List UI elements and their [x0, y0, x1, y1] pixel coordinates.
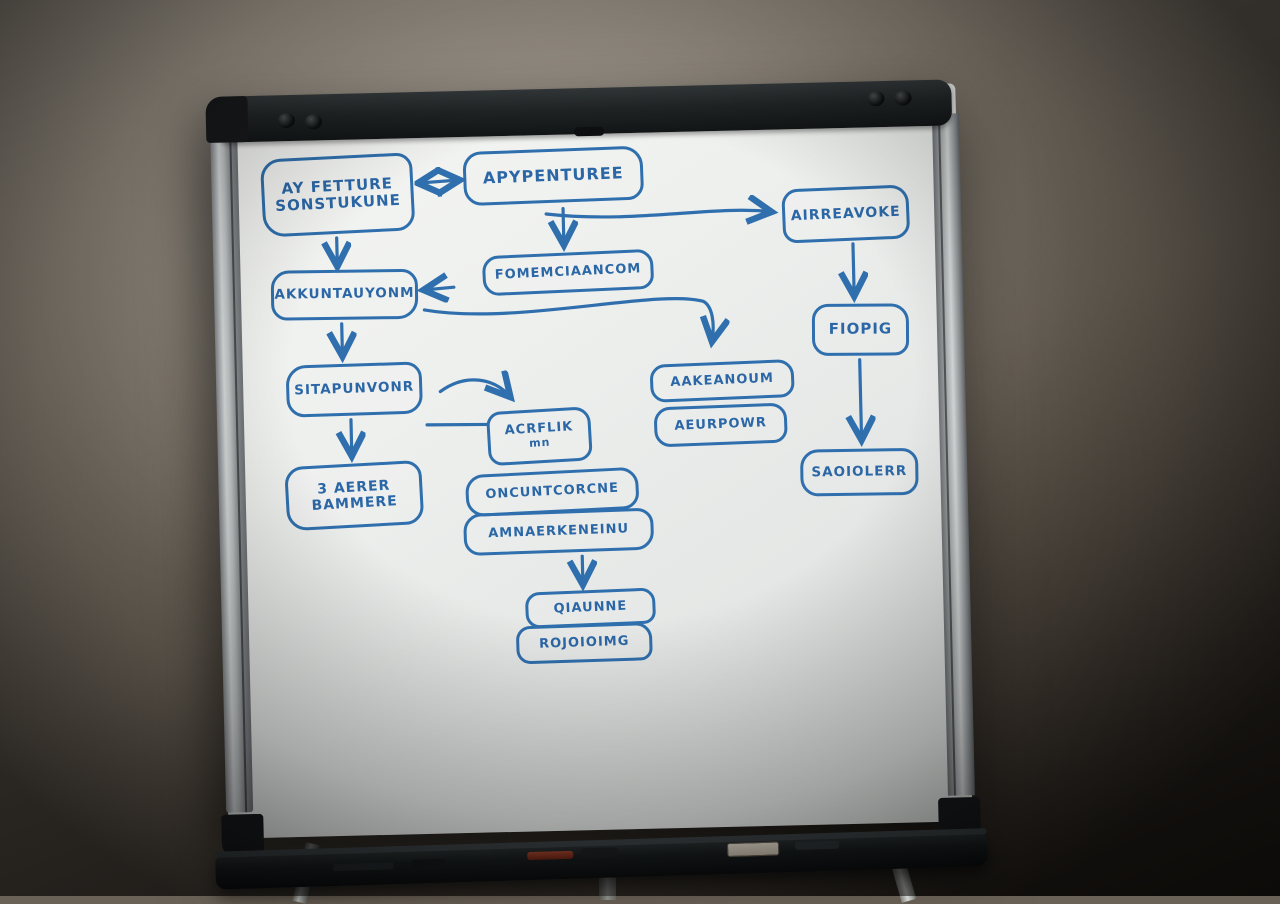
grey-marker-icon	[794, 840, 840, 850]
black-marker-icon	[581, 847, 618, 858]
red-marker-icon	[527, 850, 574, 861]
flow-node-acrflik: ACRFLIK mn	[485, 406, 593, 467]
flow-node-rojoioimg: ROJOIOIMG	[515, 622, 653, 665]
small-marker-icon	[411, 858, 446, 867]
node-label: SONSTUKUNE	[274, 190, 402, 216]
flow-node-3-aerer-bammere: 3 AERER BAMMERE	[284, 459, 425, 532]
flowchart: AY FETTURE SONSTUKUNE APYPENTUREE AIRREA…	[211, 83, 972, 838]
node-label: AKKUNTAUYONM	[274, 285, 415, 303]
node-label: APYPENTUREE	[482, 162, 624, 188]
node-label: BAMMERE	[311, 493, 399, 514]
node-label: ROJOIOIMG	[538, 633, 630, 652]
flow-node-aakeanoum: AAKEANOUM	[649, 358, 795, 403]
flow-node-sitapunvonr: SITAPUNVONR	[285, 361, 424, 418]
node-label: FOMEMCIAANCOM	[494, 260, 642, 283]
node-label: ONCUNTCORCNE	[485, 480, 620, 502]
node-label: SAOIOLERR	[811, 462, 908, 481]
flow-node-ay-fetture: AY FETTURE SONSTUKUNE	[259, 152, 416, 238]
flow-node-saoiolerr: SAOIOLERR	[799, 447, 919, 497]
node-label: AMNAERKENEINU	[487, 520, 630, 541]
node-label: mn	[528, 435, 551, 450]
node-label: SITAPUNVONR	[294, 378, 415, 399]
node-label: AAKEANOUM	[670, 370, 775, 390]
flow-node-amnaerkeneinu: AMNAERKENEINU	[462, 507, 655, 557]
flow-node-fiopig: FIOPIG	[811, 303, 910, 356]
flow-node-apypenturee: APYPENTUREE	[462, 145, 645, 207]
small-markers-icon	[333, 862, 394, 872]
node-label: FIOPIG	[828, 319, 893, 339]
flow-node-airreavoke: AIRREAVOKE	[781, 184, 911, 244]
flow-node-fomemciaancom: FOMEMCIAANCOM	[481, 248, 655, 297]
flow-node-akkuntauyonm: AKKUNTAUYONM	[270, 268, 419, 321]
node-label: QIAUNNE	[553, 598, 628, 617]
whiteboard: AY FETTURE SONSTUKUNE APYPENTUREE AIRREA…	[205, 79, 988, 890]
flow-node-aeurpowr: AEURPOWR	[653, 402, 788, 448]
node-label: AEURPOWR	[674, 414, 768, 434]
node-label: AIRREAVOKE	[790, 203, 902, 225]
eraser-icon	[726, 841, 780, 858]
